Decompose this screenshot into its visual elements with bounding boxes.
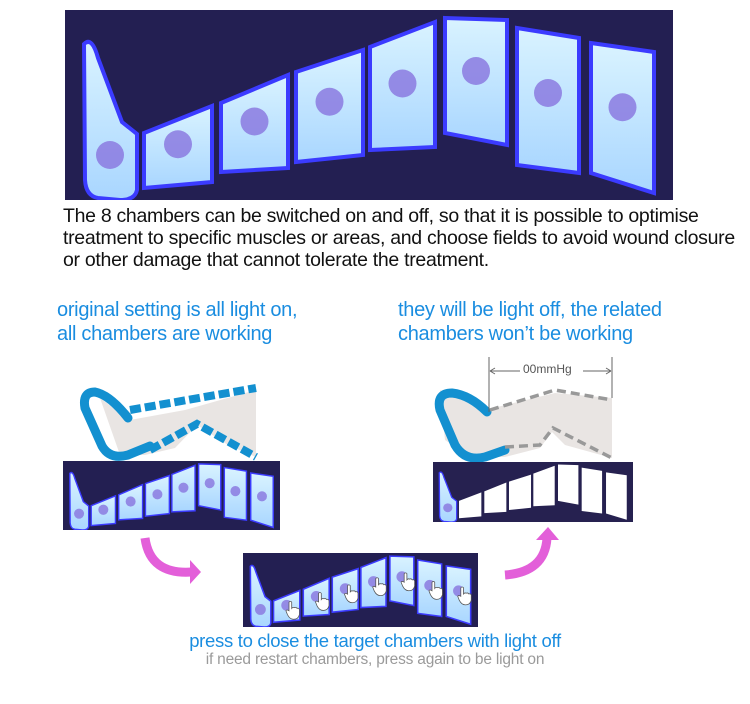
right-heading-line-1: they will be light off, the related — [398, 299, 662, 321]
chamber-dot — [315, 87, 344, 116]
chamber-dot — [534, 79, 562, 107]
chamber-8[interactable] — [606, 472, 627, 520]
right-heading-line-2: chambers won’t be working — [398, 323, 633, 345]
pressure-label: 00mmHg — [523, 362, 572, 376]
curved-arrow-icon-left — [140, 537, 193, 577]
hand-pointer-icon — [372, 577, 387, 597]
hand-pointer-icon — [400, 572, 415, 592]
chamber-dot — [443, 503, 453, 513]
left-heading: original setting is all light on, all ch… — [57, 298, 298, 346]
control-panel-lights-off — [433, 462, 633, 522]
chamber-dot — [256, 491, 267, 502]
left-heading-line-2: all chambers are working — [57, 323, 273, 345]
hand-pointer-icon — [344, 584, 359, 604]
chamber-dot — [608, 93, 637, 122]
hand-pointer-icon — [428, 581, 443, 600]
instruction-text: press to close the target chambers with … — [189, 630, 561, 651]
control-panel-all-on — [63, 461, 280, 530]
chamber-2[interactable] — [458, 492, 482, 519]
chamber-5[interactable] — [533, 465, 555, 507]
chamber-dot — [74, 508, 85, 519]
leg-chambers-icon-on — [80, 384, 258, 461]
chamber-6[interactable] — [558, 464, 579, 505]
restart-note: if need restart chambers, press again to… — [205, 651, 545, 668]
chamber-dot — [254, 604, 266, 615]
chamber-dot — [388, 69, 417, 98]
chamber-dot — [204, 478, 215, 489]
chamber-3[interactable] — [484, 482, 507, 514]
hand-pointer-icon — [285, 601, 300, 620]
chamber-dot — [178, 482, 189, 493]
right-heading: they will be light off, the related cham… — [398, 298, 662, 346]
control-panel-pressing — [243, 553, 478, 627]
hand-pointer-icon — [457, 586, 472, 606]
hand-pointer-icon — [315, 592, 330, 611]
chamber-dot — [462, 57, 490, 85]
leg-chambers-icon-off — [434, 357, 613, 463]
curved-arrow-icon-right — [504, 537, 552, 580]
chamber-dot — [240, 107, 269, 136]
chamber-dot — [164, 130, 192, 159]
control-panel-photo-large — [65, 10, 673, 200]
chamber-dot — [125, 496, 136, 507]
chamber-7[interactable] — [581, 467, 603, 514]
chamber-dot — [96, 141, 124, 169]
chamber-dot — [230, 486, 241, 497]
left-heading-line-1: original setting is all light on, — [57, 299, 298, 321]
description-text: The 8 chambers can be switched on and of… — [63, 205, 735, 271]
chamber-4[interactable] — [508, 474, 532, 510]
chamber-dot — [98, 504, 109, 515]
chamber-dot — [152, 489, 163, 500]
